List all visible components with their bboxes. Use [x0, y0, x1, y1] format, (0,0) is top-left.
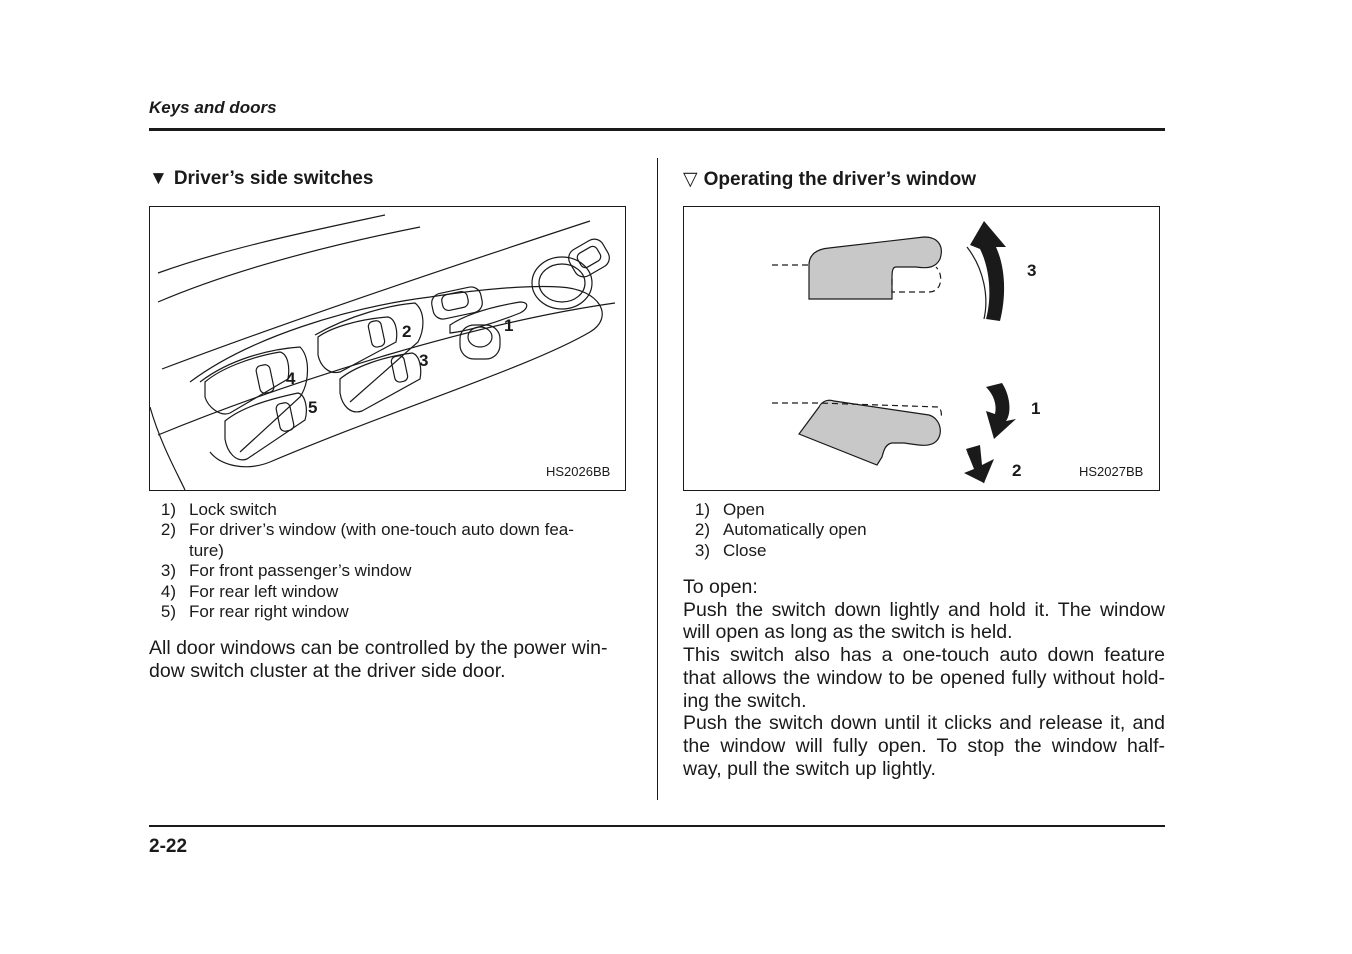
- paragraph-line: the window will fully open. To stop the …: [683, 734, 1165, 757]
- paragraph-line: way, pull the switch up lightly.: [683, 757, 936, 780]
- window-operation-figure: 3 1 2 HS2027BB: [683, 206, 1160, 491]
- list-item: 5)For rear right window: [160, 602, 349, 622]
- left-legend: 1)Lock switch 2)For driver’s window (wit…: [149, 500, 619, 622]
- list-item: 2)For driver’s window (with one-touch au…: [160, 520, 574, 540]
- paragraph-line: Push the switch down lightly and hold it…: [683, 598, 1165, 621]
- window-operation-illustration: [772, 221, 1016, 484]
- left-heading: ▼Driver’s side switches: [149, 168, 373, 190]
- list-item: 1)Open: [694, 500, 765, 519]
- callout-2: 2: [402, 322, 412, 341]
- paragraph-line: will open as long as the switch is held.: [683, 621, 1013, 644]
- list-item: 1)Lock switch: [160, 500, 277, 519]
- callout-open: 1: [1031, 399, 1041, 418]
- filled-triangle-marker-icon: ▼: [149, 168, 168, 189]
- callout-3: 3: [419, 351, 429, 370]
- paragraph-line: that allows the window to be opened full…: [683, 666, 1165, 689]
- right-heading-text: Operating the driver’s window: [703, 169, 976, 190]
- callout-1: 1: [504, 316, 514, 335]
- figure-code: HS2026BB: [546, 464, 611, 479]
- paragraph-line: dow switch cluster at the driver side do…: [149, 659, 506, 682]
- outline-triangle-marker-icon: ▽: [683, 169, 698, 190]
- header-rule: [149, 128, 1165, 131]
- footer-rule: [149, 825, 1165, 827]
- intro-line: To open:: [683, 576, 758, 598]
- paragraph-line: All door windows can be controlled by th…: [149, 637, 608, 659]
- right-paragraph: To open: Push the switch down lightly an…: [683, 576, 1165, 780]
- figure-code: HS2027BB: [1079, 464, 1144, 479]
- driver-switch-figure: 1 2 3 4 5 HS2026BB: [149, 206, 626, 491]
- left-heading-text: Driver’s side switches: [173, 168, 374, 189]
- paragraph-line: Push the switch down until it clicks and…: [683, 712, 1165, 735]
- callout-auto-open: 2: [1012, 461, 1022, 480]
- paragraph-line: ing the switch.: [683, 689, 807, 712]
- list-item: 4)For rear left window: [160, 581, 339, 601]
- paragraph-line: This switch also has a one-touch auto do…: [683, 644, 1165, 667]
- list-item: 2)Automatically open: [694, 520, 867, 540]
- callout-5: 5: [308, 398, 318, 417]
- callout-close: 3: [1027, 261, 1037, 280]
- left-paragraph: All door windows can be controlled by th…: [149, 637, 634, 682]
- callout-4: 4: [286, 369, 296, 388]
- column-divider: [657, 158, 658, 800]
- right-legend: 1)Open 2)Automatically open 3)Close: [683, 500, 1153, 561]
- list-item: 3)For front passenger’s window: [160, 561, 412, 581]
- right-heading: ▽Operating the driver’s window: [683, 168, 976, 191]
- list-item: 3)Close: [694, 540, 767, 560]
- list-item: ture): [189, 540, 224, 560]
- section-header: Keys and doors: [149, 98, 277, 117]
- page-number: 2-22: [149, 836, 188, 857]
- driver-switch-illustration: [150, 214, 616, 490]
